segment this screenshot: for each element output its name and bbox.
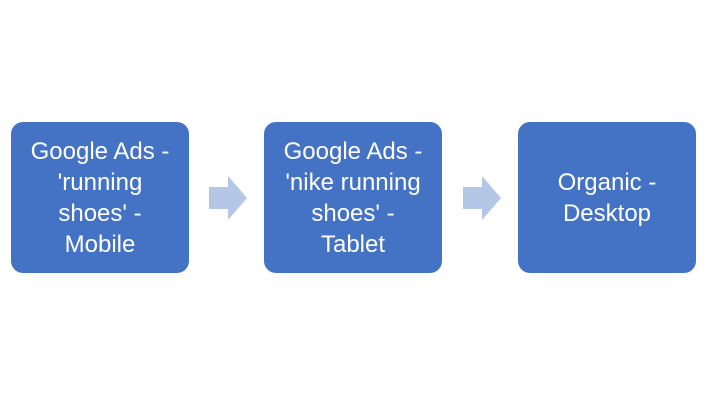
right-arrow-icon: [463, 176, 501, 220]
step-label-1: Google Ads - 'running shoes' - Mobile: [30, 137, 170, 258]
right-arrow-icon: [209, 176, 247, 220]
step-box-2: Google Ads - 'nike running shoes' - Tabl…: [264, 122, 442, 273]
step-box-1: Google Ads - 'running shoes' - Mobile: [11, 122, 189, 273]
step-box-3: Organic - Desktop: [518, 122, 696, 273]
step-label-3: Organic - Desktop: [557, 168, 657, 227]
step-label-2: Google Ads - 'nike running shoes' - Tabl…: [283, 137, 423, 258]
